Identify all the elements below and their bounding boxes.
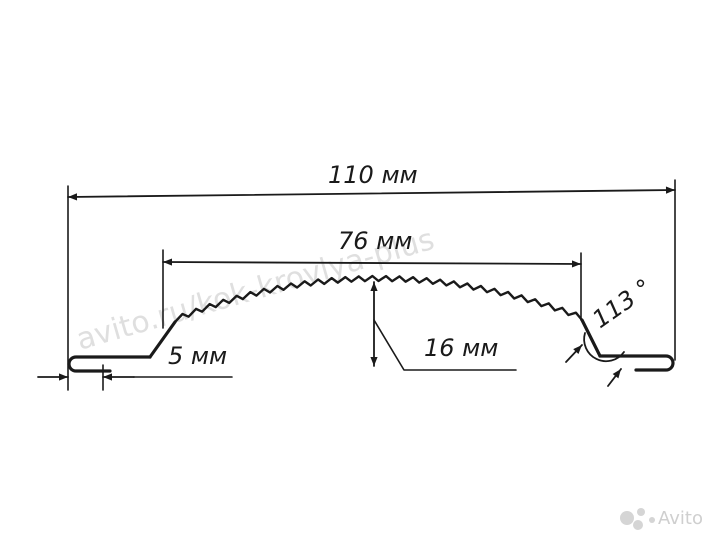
- profile-crown-corrugated: [173, 274, 584, 324]
- label-crown-width: 76 мм: [338, 227, 412, 255]
- leader-height: [373, 319, 517, 371]
- watermark-logo-text: Avito: [658, 508, 703, 529]
- profile-left-wall: [148, 320, 177, 359]
- angle-arrow-upper: [565, 344, 583, 363]
- profile-right-flange: [598, 354, 675, 372]
- dim-line-overall: [67, 186, 676, 201]
- angle-arrow-lower: [607, 368, 622, 387]
- angle-arc: [583, 332, 625, 363]
- dim-line-crown: [162, 258, 582, 268]
- watermark-logo: Avito: [620, 508, 703, 530]
- label-angle: 113 °: [587, 273, 657, 333]
- profile-right-wall: [580, 318, 602, 358]
- profile-left-flange: [67, 355, 152, 373]
- label-overall-width: 110 мм: [328, 161, 418, 189]
- label-height: 16 мм: [424, 334, 498, 362]
- label-edge: 5 мм: [168, 342, 227, 370]
